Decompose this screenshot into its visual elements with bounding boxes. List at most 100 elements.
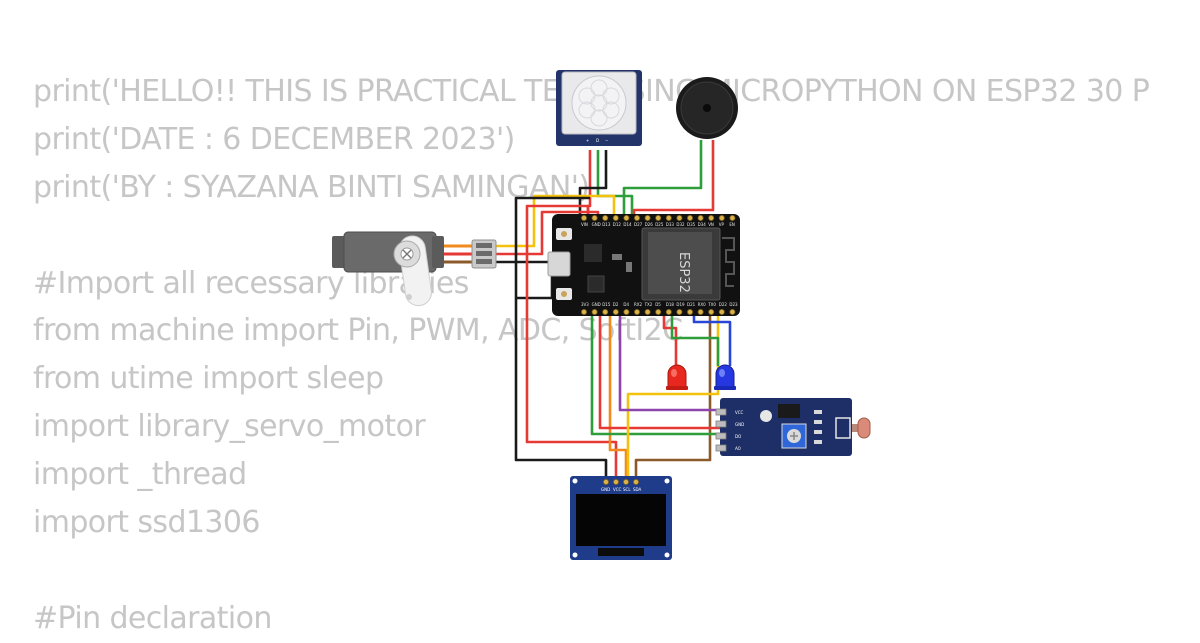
oled-pin[interactable]	[623, 478, 630, 485]
wire-led-red[interactable]	[662, 314, 678, 366]
esp32-top-pin-label: VP	[719, 222, 725, 227]
esp32-bottom-pin-label: GND	[592, 302, 601, 307]
ldr-pin-do-label: DO	[735, 434, 741, 439]
esp32-top-pin[interactable]	[644, 214, 651, 221]
buzzer[interactable]	[676, 77, 738, 139]
esp32-top-pin-label: D25	[655, 222, 664, 227]
oled-display[interactable]: GND VCC SCL SDA	[570, 476, 672, 560]
wire-led-red-gnd[interactable]	[670, 314, 720, 366]
code-line-7: from utime import sleep	[33, 361, 384, 397]
esp32-top-pin[interactable]	[718, 214, 725, 221]
esp32-top-pin[interactable]	[623, 214, 630, 221]
esp32-bottom-pin-label: D5	[655, 302, 661, 307]
esp32-bottom-pin-label: TX2	[644, 302, 653, 307]
esp32-bottom-pin[interactable]	[676, 308, 683, 315]
esp32-bottom-pin[interactable]	[591, 308, 598, 315]
code-line-8: import library_servo_motor	[33, 409, 426, 445]
esp32-top-pin[interactable]	[708, 214, 715, 221]
esp32-top-pin[interactable]	[581, 214, 588, 221]
wire-oled-sda[interactable]	[634, 314, 712, 478]
wire-led-blue[interactable]	[692, 314, 732, 366]
esp32-top-pin[interactable]	[665, 214, 672, 221]
esp32-top-pin-label: D34	[698, 222, 707, 227]
wire-buzzer-green[interactable]	[622, 140, 703, 216]
esp32-bottom-pin[interactable]	[612, 308, 619, 315]
esp32-top-pin[interactable]	[634, 214, 641, 221]
wire-oled-scl[interactable]	[608, 314, 628, 478]
wire-servo-gnd[interactable]	[495, 260, 554, 272]
oled-pin-scl-label: SCL	[623, 487, 631, 492]
esp32-bottom-pin[interactable]	[708, 308, 715, 315]
pir-motion-sensor[interactable]: + D −	[556, 70, 642, 146]
wire-ldr-gnd[interactable]	[590, 314, 724, 436]
led-blue[interactable]	[714, 364, 736, 390]
esp32-top-pin-label: D33	[666, 222, 675, 227]
pir-pin-gnd-label: −	[605, 138, 608, 143]
ldr-pin[interactable]	[715, 420, 727, 428]
esp32-bottom-pin[interactable]	[655, 308, 662, 315]
esp32-bottom-pin-label: D19	[676, 302, 685, 307]
esp32-bottom-pin[interactable]	[697, 308, 704, 315]
esp32-bottom-pin[interactable]	[623, 308, 630, 315]
esp32-bottom-pin[interactable]	[718, 308, 725, 315]
esp32-bottom-pin[interactable]	[729, 308, 736, 315]
esp32-bottom-pin-label: D21	[687, 302, 696, 307]
ldr-pin-vcc-label: VCC	[735, 410, 744, 415]
esp32-bottom-pin-label: D2	[613, 302, 619, 307]
esp32-top-pin-label: GND	[592, 222, 601, 227]
esp32-chip-label: ESP32	[676, 252, 691, 293]
esp32-top-pin-label: D32	[676, 222, 685, 227]
ldr-pin-gnd-label: GND	[735, 422, 744, 427]
oled-pin-gnd-label: GND	[601, 487, 610, 492]
wire-buzzer-red[interactable]	[632, 140, 715, 216]
esp32-top-pin[interactable]	[591, 214, 598, 221]
esp32-top-pin[interactable]	[687, 214, 694, 221]
esp32-top-pin[interactable]	[729, 214, 736, 221]
oled-pin[interactable]	[603, 478, 610, 485]
esp32-top-pin[interactable]	[676, 214, 683, 221]
wire-servo-signal[interactable]	[495, 194, 616, 248]
esp32-bottom-pin[interactable]	[644, 308, 651, 315]
oled-pin-header	[603, 478, 640, 485]
esp32-bottom-pin-label: 3V3	[581, 302, 589, 307]
led-red[interactable]	[666, 364, 688, 390]
esp32-bottom-pin[interactable]	[602, 308, 609, 315]
esp32-top-pin[interactable]	[602, 214, 609, 221]
code-line-9: import _thread	[33, 457, 247, 493]
ldr-pin-ao-label: AO	[735, 446, 741, 451]
esp32-bottom-pin-label: D18	[666, 302, 675, 307]
esp32-bottom-pin[interactable]	[581, 308, 588, 315]
esp32-bottom-pin[interactable]	[634, 308, 641, 315]
esp32-bottom-pin-label: D4	[623, 302, 629, 307]
esp32-bottom-pin[interactable]	[665, 308, 672, 315]
esp32-top-pin-label: D35	[687, 222, 696, 227]
oled-pin-sda-label: SDA	[633, 487, 642, 492]
esp32-top-pin-label: EN	[729, 222, 735, 227]
esp32-bottom-pin-label: RX0	[698, 302, 707, 307]
ldr-sensor-module[interactable]: VCC GND DO AO	[715, 398, 871, 456]
esp32-top-pin[interactable]	[612, 214, 619, 221]
esp32-bottom-pin-label: D23	[729, 302, 738, 307]
oled-pin[interactable]	[633, 478, 640, 485]
wire-pir-gnd[interactable]	[578, 150, 608, 216]
code-editor-text: print('HELLO!! THIS IS PRACTICAL TEST US…	[33, 68, 1150, 643]
esp32-top-pin[interactable]	[655, 214, 662, 221]
code-line-10: import ssd1306	[33, 505, 260, 541]
esp32-top-pin-label: VIN	[581, 222, 588, 227]
esp32-top-pin-label: D27	[634, 222, 643, 227]
esp32-bottom-pin-label: TX0	[707, 302, 716, 307]
esp32-bottom-pin[interactable]	[687, 308, 694, 315]
circuit-diagram: + D −	[332, 70, 871, 560]
esp32-top-pin-label: D12	[613, 222, 622, 227]
esp32-bottom-pin-label: RX2	[634, 302, 643, 307]
ldr-pin[interactable]	[715, 408, 727, 416]
esp32-top-pin[interactable]	[697, 214, 704, 221]
servo-motor[interactable]	[332, 231, 497, 307]
ldr-pin[interactable]	[715, 432, 727, 440]
wire-vcc-loop[interactable]	[525, 204, 618, 478]
ldr-pin[interactable]	[715, 444, 727, 452]
oled-pin[interactable]	[613, 478, 620, 485]
